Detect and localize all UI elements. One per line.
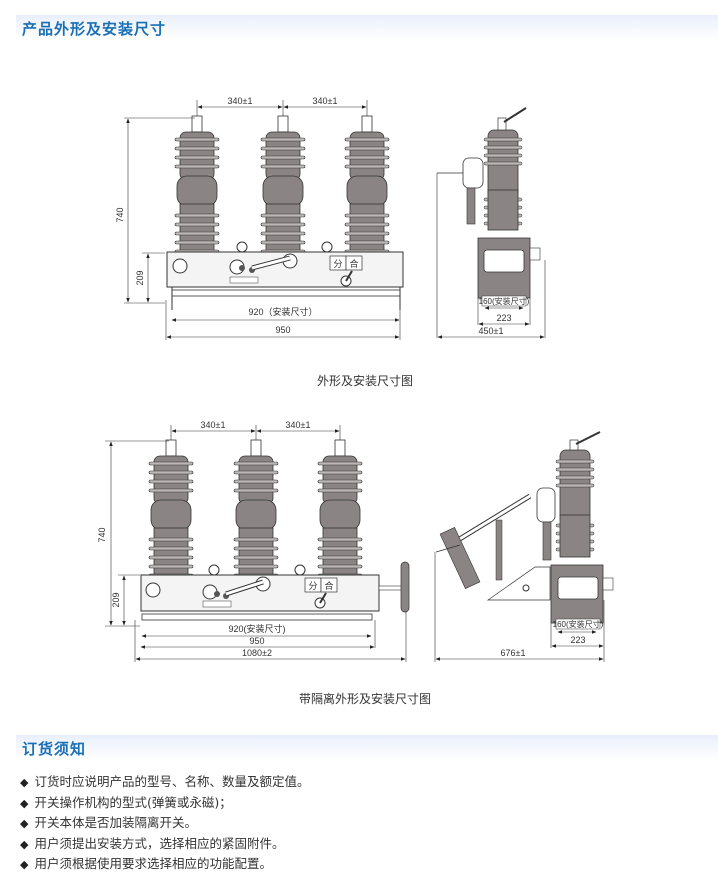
dim-pitch-right: 340±1 xyxy=(313,96,338,106)
diamond-bullet-icon: ◆ xyxy=(20,837,29,851)
dim-pitch-left: 340±1 xyxy=(228,96,253,106)
label-close: 合 xyxy=(349,258,358,269)
label-open: 分 xyxy=(308,581,317,591)
note-text: 开关操作机构的型式(弹簧或永磁)； xyxy=(34,794,232,810)
dim-mount-width: 920（安装尺寸） xyxy=(248,306,317,317)
dim-pitch-left: 340±1 xyxy=(201,420,226,430)
ordering-notes-list: ◆ 订货时应说明产品的型号、名称、数量及额定值。 ◆ 开关操作机构的型式(弹簧或永磁… xyxy=(20,772,309,875)
figure1-side-drawing: 160(安装尺寸) 223 450±1 xyxy=(436,107,546,339)
list-item: ◆ 开关本体是否加装隔离开关。 xyxy=(20,813,309,834)
side-dim-mount: 160(安装尺寸) xyxy=(479,296,530,306)
label-open: 分 xyxy=(333,259,342,269)
dim-mount-width: 920(安装尺寸) xyxy=(228,623,285,634)
diamond-bullet-icon: ◆ xyxy=(20,796,29,810)
side-dim-base: 223 xyxy=(570,635,585,645)
section-header-ordering: 订货须知 xyxy=(16,735,718,760)
figure2-caption: 带隔离外形及安装尺寸图 xyxy=(298,692,431,706)
dim-height-base: 209 xyxy=(135,270,145,285)
dim-height-base: 209 xyxy=(111,592,121,607)
dim-950: 950 xyxy=(249,636,264,646)
note-text: 开关本体是否加装隔离开关。 xyxy=(34,815,197,830)
list-item: ◆ 用户须提出安装方式，选择相应的紧固附件。 xyxy=(20,834,309,855)
side-dim-base: 223 xyxy=(496,313,511,323)
list-item: ◆ 用户须根据使用要求选择相应的功能配置。 xyxy=(20,854,309,875)
note-text: 用户须根据使用要求选择相应的功能配置。 xyxy=(34,856,272,871)
pole-right xyxy=(344,115,390,263)
figure2-side-drawing: 160(安装尺寸) 223 676±1 xyxy=(434,431,614,662)
section-header-dimensions: 产品外形及安装尺寸 xyxy=(16,15,718,40)
dim-height-total: 740 xyxy=(97,527,107,542)
list-item: ◆ 开关操作机构的型式(弹簧或永磁)； xyxy=(20,793,309,814)
label-close: 合 xyxy=(324,580,333,591)
section-title: 产品外形及安装尺寸 xyxy=(22,20,167,38)
note-text: 订货时应说明产品的型号、名称、数量及额定值。 xyxy=(34,774,310,789)
dim-total-width: 950 xyxy=(275,325,290,335)
section-title: 订货须知 xyxy=(22,740,87,758)
dim-height-total: 740 xyxy=(115,207,125,222)
diamond-bullet-icon: ◆ xyxy=(20,776,29,789)
figure1-caption: 外形及安装尺寸图 xyxy=(316,374,413,388)
diamond-bullet-icon: ◆ xyxy=(20,858,29,871)
pole-left xyxy=(174,115,220,263)
figure2-front-drawing: 分 合 340±1 340±1 740 209 920(安装尺寸) 950 10… xyxy=(97,420,410,662)
side-dim-total: 450±1 xyxy=(479,326,504,336)
side-dim-mount: 160(安装尺寸) xyxy=(553,619,604,629)
dim-pitch-right: 340±1 xyxy=(286,420,311,430)
dim-total-width: 1080±2 xyxy=(242,648,272,658)
list-item: ◆ 订货时应说明产品的型号、名称、数量及额定值。 xyxy=(20,772,309,793)
pole-middle xyxy=(260,115,306,263)
note-text: 用户须提出安装方式，选择相应的紧固附件。 xyxy=(34,835,285,851)
side-dim-total: 676±1 xyxy=(501,648,526,658)
diamond-bullet-icon: ◆ xyxy=(20,817,29,830)
